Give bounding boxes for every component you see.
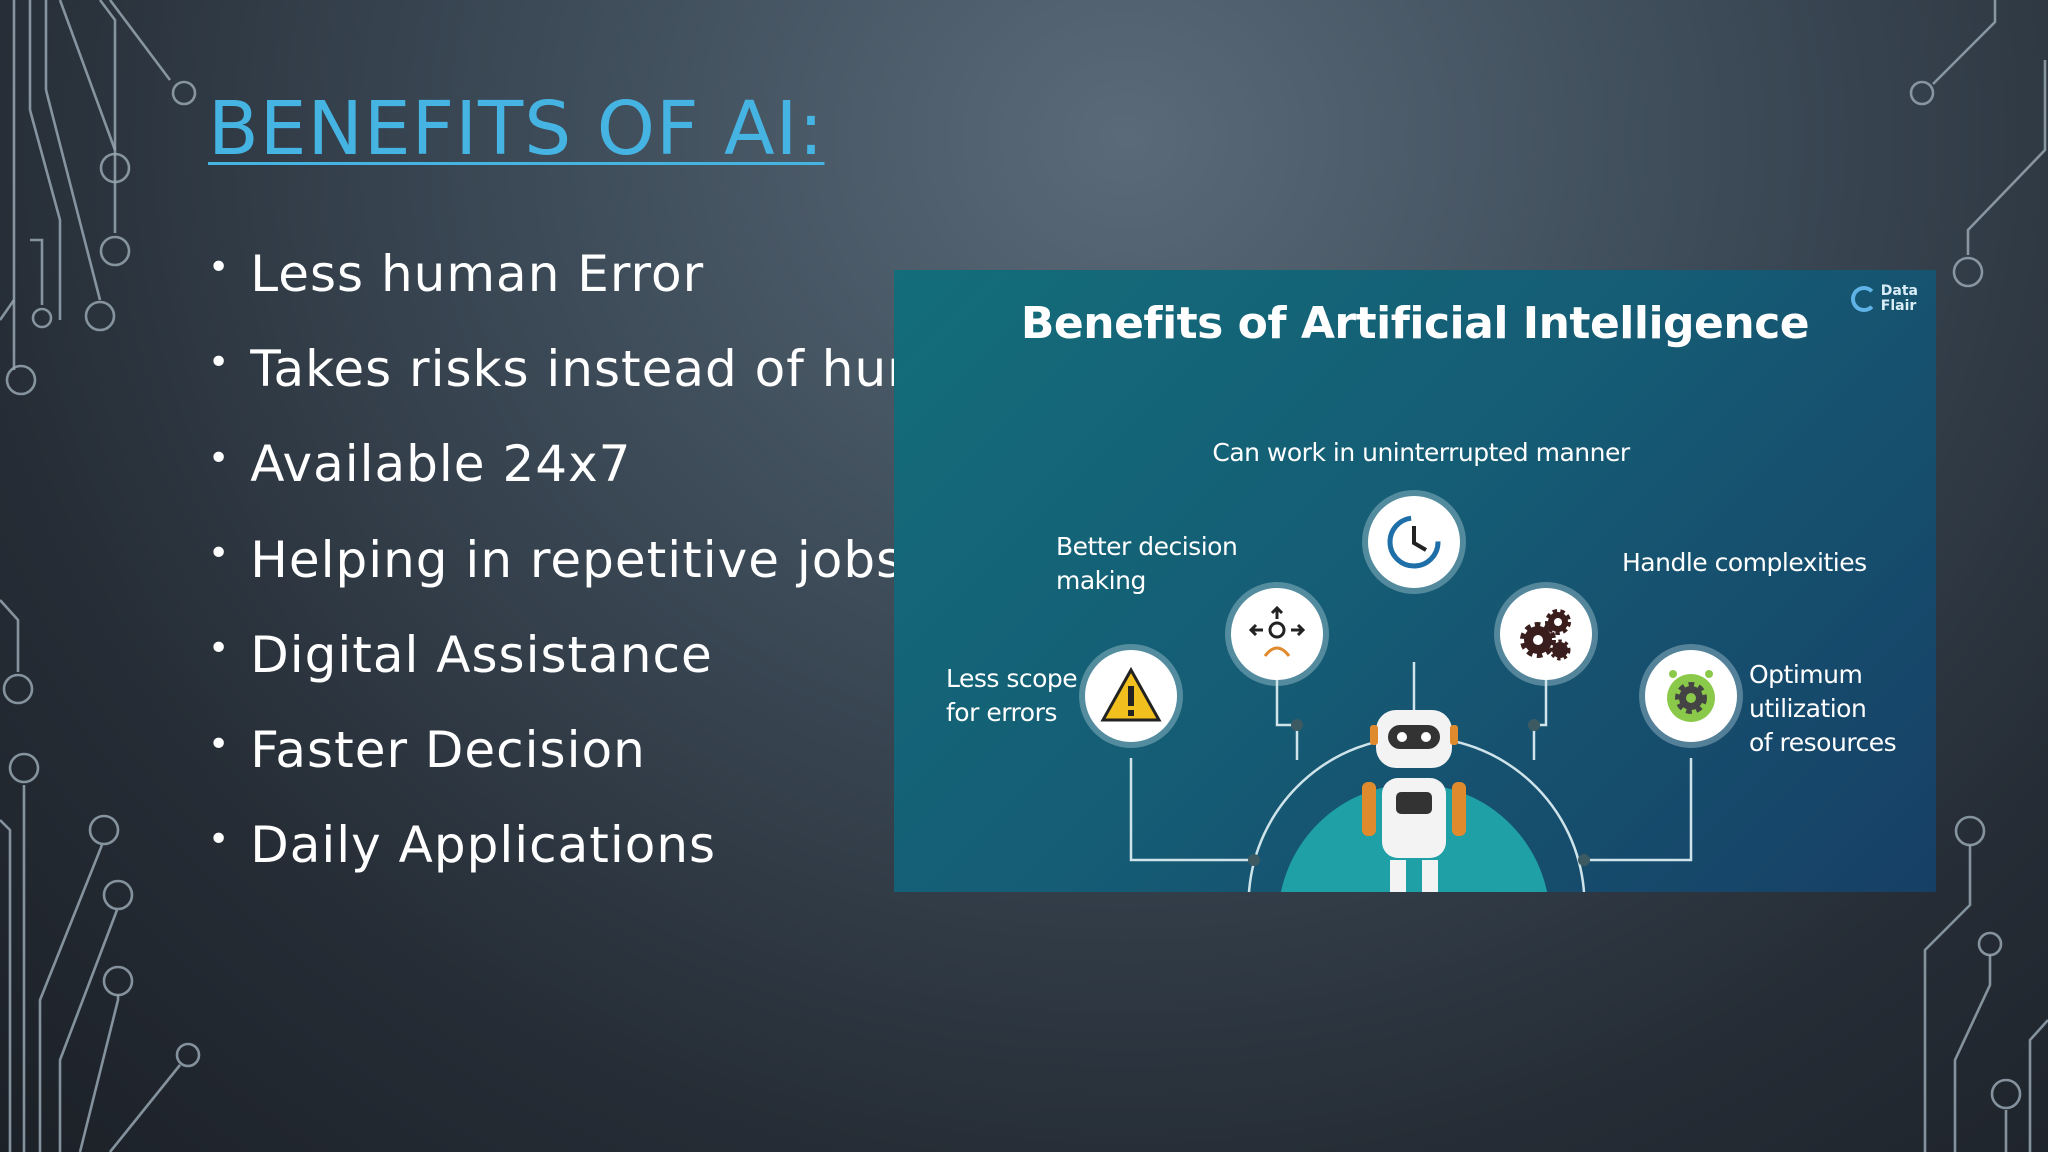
bullet-list: • Less human Error • Takes risks instead o… [208, 226, 898, 886]
label-line: making [1056, 565, 1146, 595]
label-line: Better decision [1056, 532, 1238, 561]
label-line: Optimum [1749, 660, 1863, 689]
benefits-infographic: Benefits of Artificial Intelligence Data… [894, 270, 1936, 892]
person-arrows-icon [1248, 605, 1306, 657]
label-line: Less scope [946, 664, 1078, 693]
bullet-text: Helping in repetitive jobs [250, 530, 898, 589]
decision-node [1231, 588, 1323, 680]
bullet-text: Faster Decision [250, 721, 646, 780]
bullet-text: Takes risks instead of humans [250, 339, 898, 398]
bullet-item: • Helping in repetitive jobs [208, 512, 898, 607]
infographic-connectors [1129, 662, 1693, 892]
bullet-dot: • [208, 723, 231, 765]
label-line: for errors [946, 697, 1057, 727]
bullet-text: Less human Error [250, 244, 705, 303]
gear-icon [1667, 670, 1715, 722]
bullet-item: • Less human Error [208, 226, 898, 321]
bullet-item: • Digital Assistance [208, 607, 898, 702]
warning-node [1085, 650, 1177, 742]
slide-title: BENEFITS OF AI: [208, 86, 825, 172]
logo-text-2: Flair [1880, 297, 1917, 314]
label-less-scope: Less scope for errors [946, 662, 1078, 730]
warning-icon [1100, 666, 1162, 722]
label-better-decision: Better decision making [1056, 530, 1238, 598]
logo-text-1: Data [1880, 283, 1918, 299]
bullet-text: Daily Applications [250, 816, 717, 875]
label-line: utilization [1749, 693, 1867, 723]
dataflair-logo: Data Flair [1850, 283, 1918, 314]
resources-node [1645, 650, 1737, 742]
bullet-dot: • [208, 818, 231, 860]
bullet-dot: • [208, 247, 231, 289]
bullet-dot: • [208, 628, 231, 670]
label-handle-complexities: Handle complexities [1622, 548, 1867, 577]
label-optimum: Optimum utilization of resources [1749, 658, 1897, 759]
clock-icon [1387, 515, 1441, 569]
bullet-text: Available 24x7 [250, 435, 632, 494]
gears-icon [1520, 609, 1571, 661]
infographic-title: Benefits of Artificial Intelligence [1020, 298, 1810, 349]
label-line: of resources [1749, 727, 1897, 757]
gears-node [1500, 588, 1592, 680]
bullet-text: Digital Assistance [250, 625, 713, 684]
bullet-dot: • [208, 437, 231, 479]
clock-node [1368, 496, 1460, 588]
bullet-item: • Daily Applications [208, 798, 898, 886]
label-uninterrupted: Can work in uninterrupted manner [1212, 438, 1630, 467]
bullet-dot: • [208, 533, 231, 575]
robot-icon [1362, 710, 1466, 892]
bullet-item: • Available 24x7 [208, 417, 898, 512]
logo-swirl-icon [1850, 285, 1877, 312]
bullet-dot: • [208, 342, 231, 384]
bullet-item: • Faster Decision [208, 702, 898, 797]
bullet-item: • Takes risks instead of humans [208, 321, 898, 416]
